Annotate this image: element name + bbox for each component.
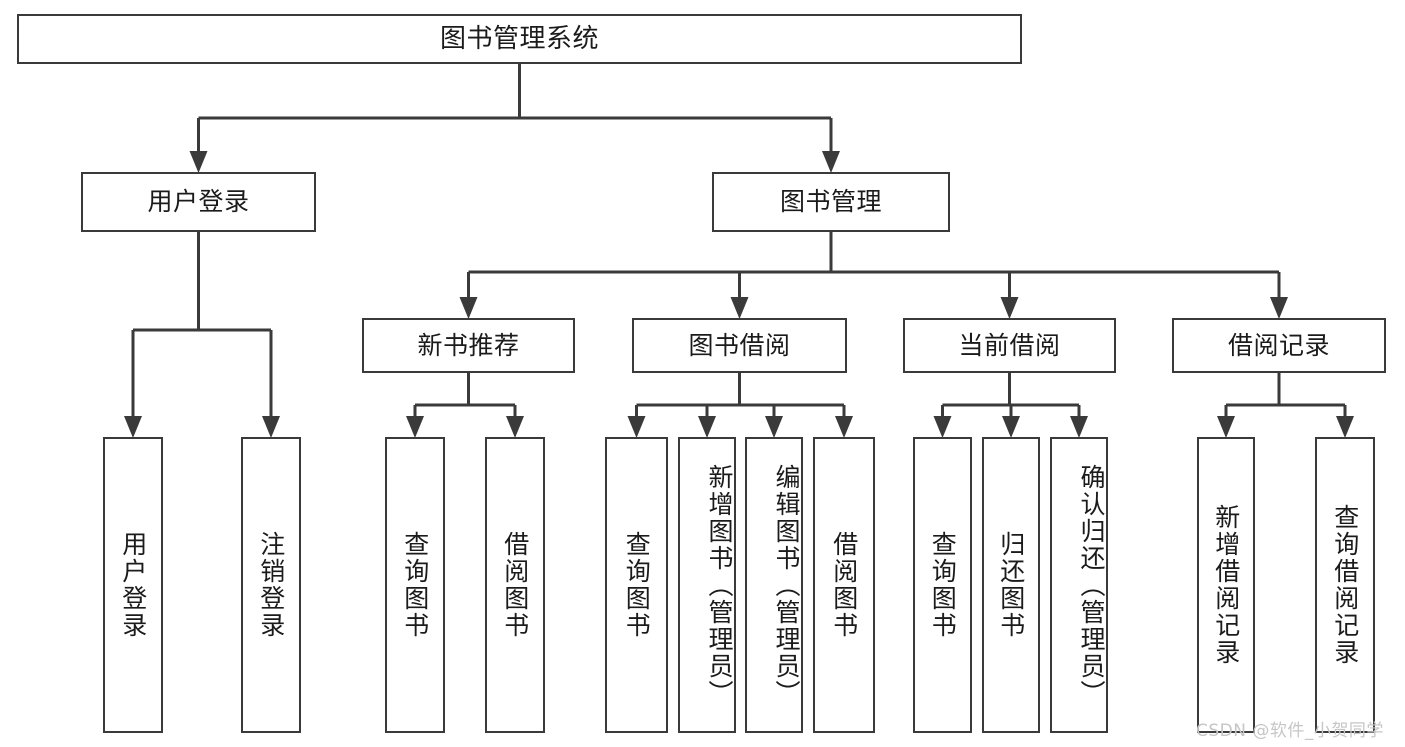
arrow-head bbox=[698, 416, 716, 438]
node-label: 图书借阅 bbox=[688, 330, 791, 360]
arrow-head bbox=[459, 297, 478, 319]
node-root: 图书管理系统 bbox=[17, 14, 1022, 64]
node-label: 图书管理 bbox=[779, 187, 882, 217]
arrow-head bbox=[1002, 416, 1020, 438]
node-user-login: 用户登录 bbox=[81, 172, 316, 232]
arrow-head bbox=[765, 416, 783, 438]
node-leaf-add-book: 新增图书（管理员） bbox=[678, 437, 736, 733]
node-label: 借阅图书 bbox=[829, 531, 859, 639]
node-leaf-query-book-1: 查询图书 bbox=[385, 437, 445, 733]
node-label: 新增图书（管理员） bbox=[705, 463, 734, 707]
node-label: 查询图书 bbox=[400, 531, 430, 639]
watermark: CSDN @软件_小贺同学 bbox=[1196, 721, 1384, 741]
node-book-borrow: 图书借阅 bbox=[632, 318, 847, 373]
node-leaf-borrow-book-2: 借阅图书 bbox=[813, 437, 875, 733]
node-new-book-recommend: 新书推荐 bbox=[362, 318, 575, 373]
node-label: 注销登录 bbox=[256, 531, 286, 639]
node-label: 确认归还（管理员） bbox=[1077, 463, 1106, 707]
node-label: 借阅记录 bbox=[1227, 330, 1330, 360]
node-label: 图书管理系统 bbox=[439, 23, 599, 54]
node-label: 当前借阅 bbox=[958, 330, 1061, 360]
node-label: 新书推荐 bbox=[417, 330, 520, 360]
node-label: 编辑图书（管理员） bbox=[772, 463, 801, 707]
arrow-head bbox=[835, 416, 853, 438]
node-leaf-confirm-return: 确认归还（管理员） bbox=[1050, 437, 1108, 733]
node-leaf-user-login: 用户登录 bbox=[103, 437, 163, 733]
arrow-head bbox=[822, 151, 840, 173]
arrow-head bbox=[262, 416, 280, 438]
node-borrow-record: 借阅记录 bbox=[1172, 318, 1386, 373]
node-current-borrow: 当前借阅 bbox=[903, 318, 1116, 373]
node-label: 用户登录 bbox=[118, 531, 148, 639]
node-label: 用户登录 bbox=[147, 187, 250, 217]
node-leaf-query-book-2: 查询图书 bbox=[605, 437, 668, 733]
node-label: 查询图书 bbox=[622, 531, 652, 639]
node-book-management: 图书管理 bbox=[712, 172, 950, 232]
arrow-head bbox=[627, 416, 646, 438]
node-leaf-edit-book: 编辑图书（管理员） bbox=[745, 437, 803, 733]
arrow-head bbox=[730, 297, 749, 319]
node-label: 借阅图书 bbox=[500, 531, 530, 639]
node-leaf-query-record: 查询借阅记录 bbox=[1315, 437, 1375, 733]
node-leaf-borrow-book-1: 借阅图书 bbox=[485, 437, 545, 733]
node-label: 归还图书 bbox=[996, 531, 1026, 639]
node-leaf-return-book: 归还图书 bbox=[982, 437, 1040, 733]
arrow-head bbox=[1217, 416, 1235, 438]
node-label: 查询图书 bbox=[928, 531, 958, 639]
arrow-head bbox=[1336, 416, 1354, 438]
arrow-head bbox=[933, 416, 952, 438]
node-leaf-logout: 注销登录 bbox=[241, 437, 301, 733]
arrow-head bbox=[1000, 297, 1019, 319]
arrow-head bbox=[406, 416, 424, 438]
arrow-head bbox=[189, 151, 208, 173]
arrow-head bbox=[124, 416, 142, 438]
node-label: 查询借阅记录 bbox=[1330, 504, 1360, 666]
node-leaf-query-book-3: 查询图书 bbox=[913, 437, 972, 733]
arrow-head bbox=[506, 416, 524, 438]
node-leaf-add-record: 新增借阅记录 bbox=[1197, 437, 1255, 733]
arrow-head bbox=[1270, 297, 1288, 319]
arrow-head bbox=[1070, 416, 1088, 438]
node-label: 新增借阅记录 bbox=[1211, 504, 1241, 666]
